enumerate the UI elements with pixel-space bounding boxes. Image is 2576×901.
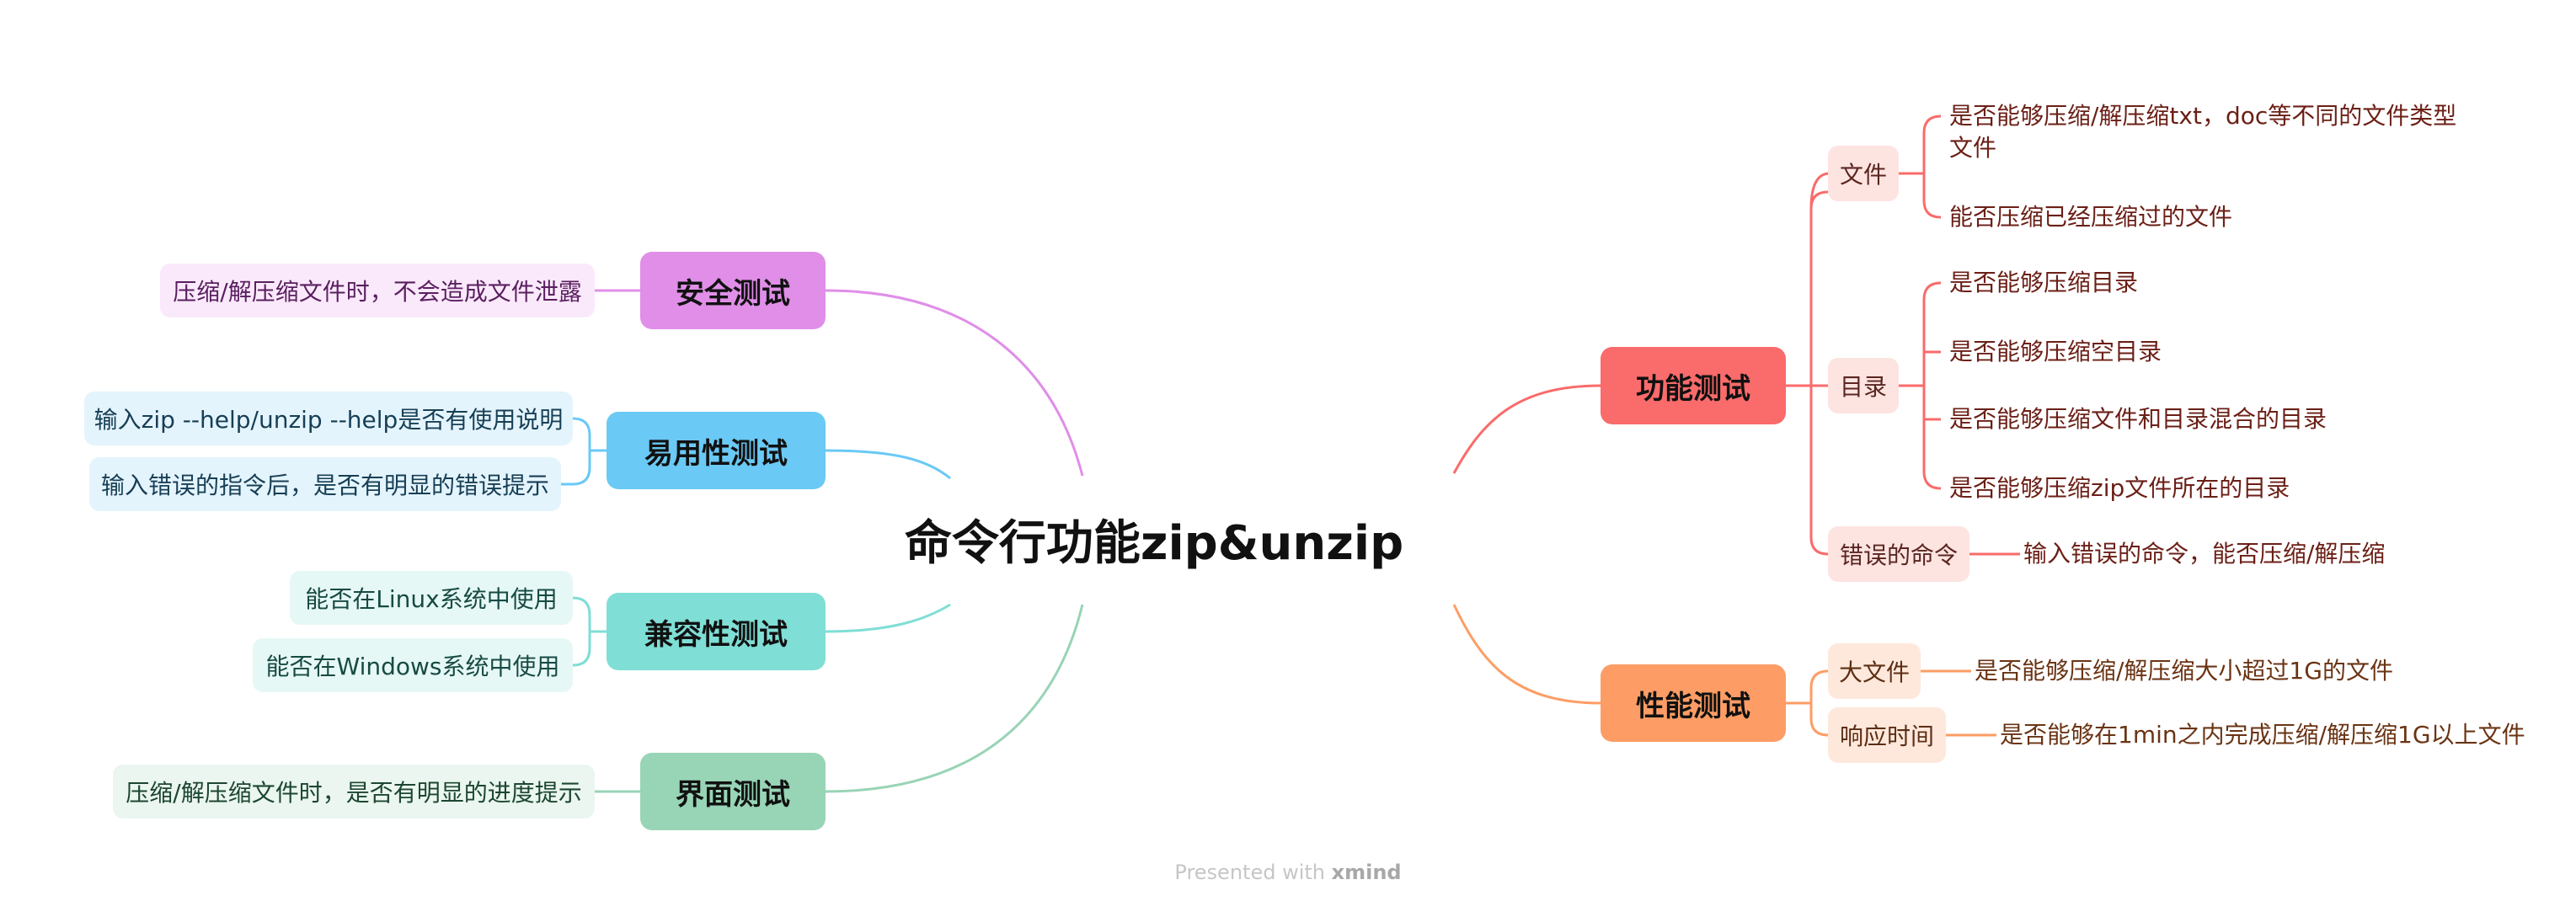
footer-brand: xmind [1331, 861, 1402, 884]
leaf-compat-linux[interactable]: 能否在Linux系统中使用 [290, 571, 573, 625]
leaf-dir-1[interactable]: 是否能够压缩目录 [1949, 269, 2139, 296]
leaf-connector-compat [572, 596, 607, 667]
topic-ui-test[interactable]: 界面测试 [640, 753, 826, 830]
topic-performance-test[interactable]: 性能测试 [1601, 664, 1786, 742]
connector-central-compat [825, 603, 951, 633]
connector-central-sec [825, 289, 1084, 477]
connector-central-use [825, 449, 951, 480]
leaf-dir-4[interactable]: 是否能够压缩zip文件所在的目录 [1949, 474, 2290, 502]
topic-usability-test[interactable]: 易用性测试 [607, 412, 826, 489]
leaf-ui-progress[interactable]: 压缩/解压缩文件时，是否有明显的进度提示 [113, 765, 595, 818]
bracket-dir [1899, 281, 1942, 490]
leaf-usability-error[interactable]: 输入错误的指令后，是否有明显的错误提示 [89, 457, 561, 511]
connector-central-ui [825, 604, 1084, 793]
leaf-dir-3[interactable]: 是否能够压缩文件和目录混合的目录 [1949, 405, 2327, 433]
bracket-file [1899, 115, 1942, 219]
subtopic-error-command[interactable]: 错误的命令 [1828, 526, 1969, 582]
subtopic-large-file[interactable]: 大文件 [1828, 643, 1921, 699]
leaf-error-command[interactable]: 输入错误的命令，能否压缩/解压缩 [2023, 540, 2386, 568]
footer-watermark: Presented with xmind [0, 861, 2576, 884]
connector-central-perf [1452, 604, 1601, 705]
leaf-file-compressed[interactable]: 能否压缩已经压缩过的文件 [1949, 203, 2233, 231]
connector-central-func [1452, 384, 1601, 474]
leaf-security[interactable]: 压缩/解压缩文件时，不会造成文件泄露 [160, 264, 595, 317]
leaf-compat-windows[interactable]: 能否在Windows系统中使用 [253, 638, 573, 692]
subtopic-file[interactable]: 文件 [1828, 146, 1899, 201]
topic-compatibility-test[interactable]: 兼容性测试 [607, 593, 826, 670]
bracket-func [1786, 190, 1829, 556]
leaf-file-types-line1[interactable]: 是否能够压缩/解压缩txt，doc等不同的文件类型 [1949, 102, 2457, 130]
leaf-dir-2[interactable]: 是否能够压缩空目录 [1949, 338, 2162, 365]
leaf-response-time[interactable]: 是否能够在1min之内完成压缩/解压缩1G以上文件 [2000, 721, 2525, 749]
subtopic-directory[interactable]: 目录 [1828, 358, 1899, 413]
footer-presented: Presented with [1174, 861, 1325, 884]
leaf-file-types-line2[interactable]: 文件 [1949, 134, 1997, 162]
topic-security-test[interactable]: 安全测试 [640, 252, 826, 329]
leaf-connector-use [561, 417, 607, 486]
bracket-perf [1786, 669, 1829, 737]
subtopic-response-time[interactable]: 响应时间 [1828, 707, 1946, 763]
bracket-dir-mid [1924, 350, 1941, 421]
leaf-large-file[interactable]: 是否能够压缩/解压缩大小超过1G的文件 [1975, 657, 2393, 685]
leaf-usability-help[interactable]: 输入zip --help/unzip --help是否有使用说明 [84, 392, 573, 445]
topic-function-test[interactable]: 功能测试 [1601, 347, 1786, 424]
bracket-func-file-link [1809, 172, 1829, 210]
central-topic[interactable]: 命令行功能zip&unzip [904, 515, 1404, 571]
